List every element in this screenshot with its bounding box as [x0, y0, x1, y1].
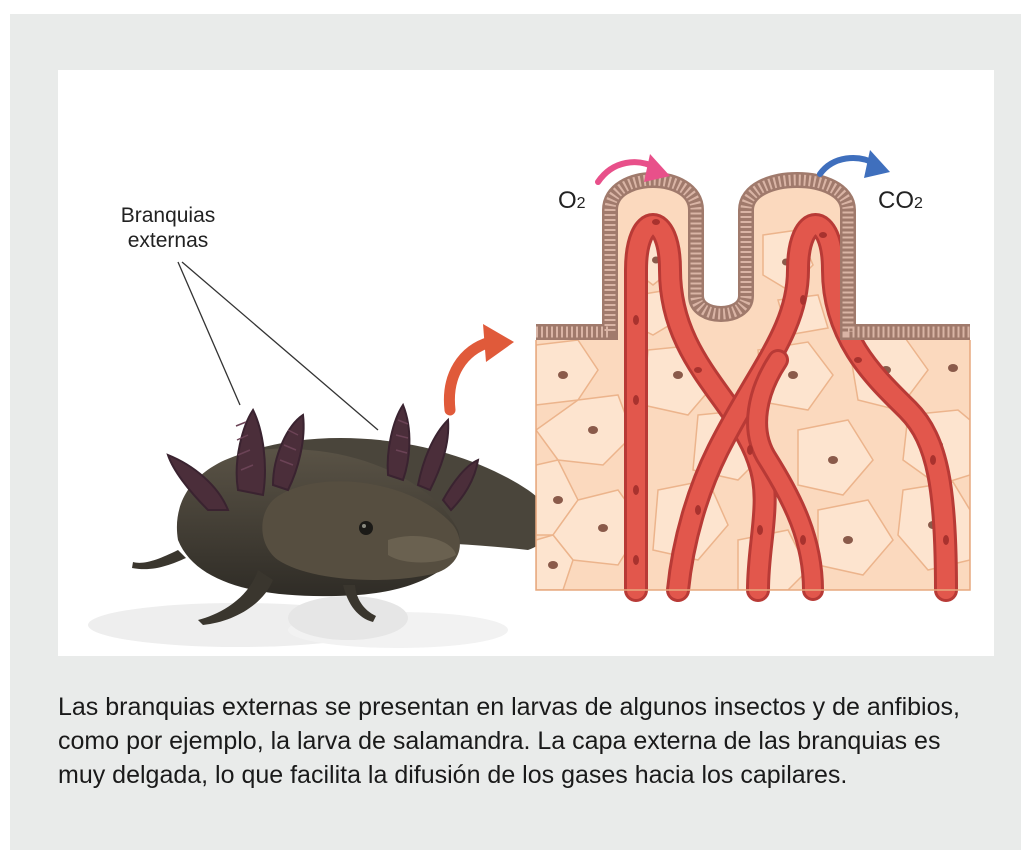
zoom-arrow-icon	[449, 324, 514, 410]
co2-arrow-icon	[820, 150, 890, 178]
gill-label-line1: Branquias	[121, 204, 216, 227]
figure-frame: Branquias externas	[10, 14, 1021, 850]
axolotl-illustration	[88, 405, 551, 648]
gill-figure: Branquias externas	[58, 70, 994, 656]
figure-caption: Las branquias externas se presentan en l…	[58, 690, 988, 792]
co2-label: CO2	[878, 187, 923, 214]
gill-illustration: Branquias externas	[58, 70, 994, 656]
gill-label-line2: externas	[128, 229, 209, 252]
gill-cross-section	[536, 180, 970, 590]
gill-pointer-line-right	[182, 262, 378, 430]
gill-pointer-line-left	[178, 262, 240, 405]
o2-label: O2	[558, 187, 586, 214]
